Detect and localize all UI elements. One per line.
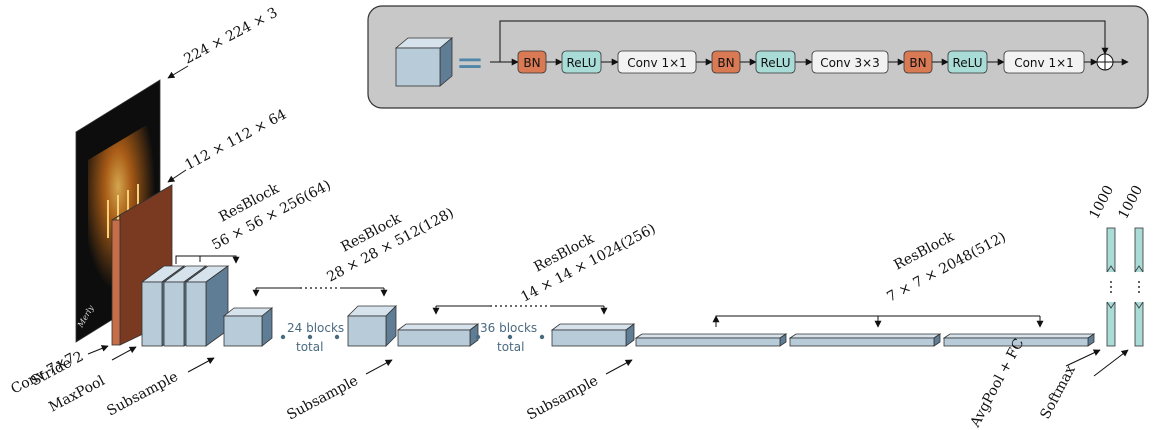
stage4-block-1 bbox=[634, 333, 788, 347]
stage2-subsample-arrow bbox=[365, 359, 393, 375]
ellipsis-dot bbox=[475, 334, 481, 340]
op-label: ReLU bbox=[952, 56, 982, 70]
stage2-first-block bbox=[222, 307, 274, 347]
maxpool-arrow bbox=[111, 346, 137, 361]
op-label: ReLU bbox=[760, 56, 790, 70]
op-bn-1: BN bbox=[517, 50, 547, 74]
stage2-subsample-label: Subsample bbox=[284, 373, 360, 424]
softmax-label: Softmax bbox=[1037, 363, 1079, 422]
stage4-block-3 bbox=[942, 333, 1096, 347]
stage3-last-block bbox=[550, 323, 636, 347]
conv1-arrow bbox=[87, 345, 109, 355]
stage2-blocks-count: 24 blocks bbox=[287, 321, 344, 335]
conv1-dim-arrow bbox=[167, 169, 187, 183]
stage1-blocks bbox=[140, 265, 230, 347]
op-label: BN bbox=[717, 56, 734, 70]
op-label: Conv 1×1 bbox=[627, 56, 687, 70]
softmax-vector bbox=[1133, 227, 1145, 347]
ellipsis-dot bbox=[280, 334, 286, 340]
stage3-total-label: total bbox=[497, 340, 524, 354]
op-relu-2: ReLU bbox=[755, 50, 796, 74]
ellipsis-dot bbox=[307, 334, 313, 340]
conv1-dims: 112 × 112 × 64 bbox=[182, 107, 289, 174]
stage3-subsample-label: Subsample bbox=[524, 373, 600, 424]
op-bn-3: BN bbox=[903, 50, 933, 74]
ellipsis-dot bbox=[507, 334, 513, 340]
op-label: Conv 3×3 bbox=[820, 56, 880, 70]
ellipsis-dot bbox=[539, 334, 545, 340]
stage3-blocks-count: 36 blocks bbox=[480, 321, 537, 335]
stage1-subsample-arrow bbox=[187, 357, 215, 373]
fc-dim: 1000 bbox=[1086, 183, 1117, 222]
fc-vector bbox=[1105, 227, 1117, 347]
avgpool-fc-label: AvgPool + FC bbox=[967, 336, 1027, 430]
skip-connection bbox=[499, 20, 1109, 62]
op-conv1x1-1: Conv 1×1 bbox=[617, 50, 697, 74]
op-bn-2: BN bbox=[711, 50, 741, 74]
cube-icon bbox=[394, 37, 454, 87]
stage1-block-3 bbox=[184, 265, 230, 347]
stage2-total-label: total bbox=[296, 340, 323, 354]
stage3-first-block bbox=[396, 323, 480, 347]
op-label: ReLU bbox=[566, 56, 596, 70]
stage1-subsample-label: Subsample bbox=[104, 369, 180, 420]
maxpool-label: MaxPool bbox=[46, 373, 108, 416]
op-relu-3: ReLU bbox=[947, 50, 988, 74]
op-label: BN bbox=[909, 56, 926, 70]
stage3-subsample-arrow bbox=[605, 359, 633, 375]
stage2-last-block bbox=[347, 305, 397, 347]
residual-block-panel: = BN ReLU Conv 1×1 BN bbox=[367, 5, 1149, 109]
circle-plus-icon bbox=[1096, 53, 1114, 71]
input-dim-arrow bbox=[167, 65, 189, 79]
input-dims: 224 × 224 × 3 bbox=[181, 5, 280, 68]
op-conv1x1-2: Conv 1×1 bbox=[1003, 50, 1085, 74]
op-conv3x3: Conv 3×3 bbox=[811, 50, 889, 74]
softmax-arrow bbox=[1093, 349, 1129, 377]
stage4-block-2 bbox=[788, 333, 942, 347]
softmax-dim: 1000 bbox=[1115, 183, 1146, 222]
avgpool-fc-arrow bbox=[1065, 349, 1101, 367]
stage1-skip-arrow bbox=[175, 255, 237, 264]
op-label: BN bbox=[523, 56, 540, 70]
equals-sign: = bbox=[456, 43, 485, 83]
op-relu-1: ReLU bbox=[561, 50, 602, 74]
op-label: Conv 1×1 bbox=[1014, 56, 1074, 70]
ellipsis-dot bbox=[334, 334, 340, 340]
